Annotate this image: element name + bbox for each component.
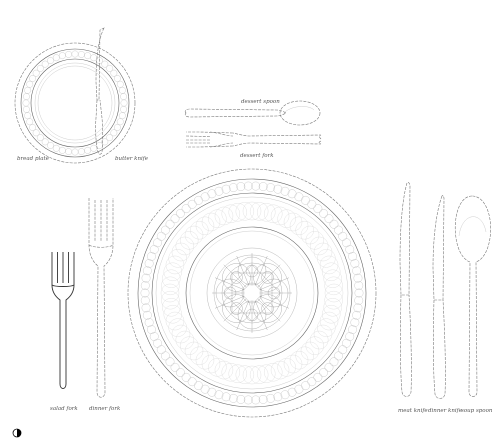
label-bread-plate: bread plate: [17, 156, 50, 162]
half-filled-circle-icon: [13, 429, 21, 437]
label-salad-fork: salad fork: [50, 406, 78, 412]
label-butter-knife: butter knife: [115, 156, 149, 162]
center-medallion: [207, 248, 297, 338]
label-dinner-knife: dinner knife: [428, 408, 463, 414]
meat-knife: [400, 182, 411, 396]
label-dessert-fork: dessert fork: [240, 153, 274, 159]
soup-spoon: [455, 196, 490, 397]
label-meat-knife: meat knife: [398, 408, 428, 414]
label-dinner-fork: dinner fork: [89, 406, 121, 412]
dessert-fork: [186, 132, 321, 147]
bread-plate: [15, 43, 135, 163]
dinner-fork: [89, 198, 113, 397]
dinner-knife: [433, 195, 445, 398]
salad-fork: [52, 252, 74, 389]
label-soup-spoon: soup spoon: [461, 408, 493, 414]
label-dessert-spoon: dessert spoon: [241, 99, 280, 105]
dinner-plate: [128, 169, 376, 417]
